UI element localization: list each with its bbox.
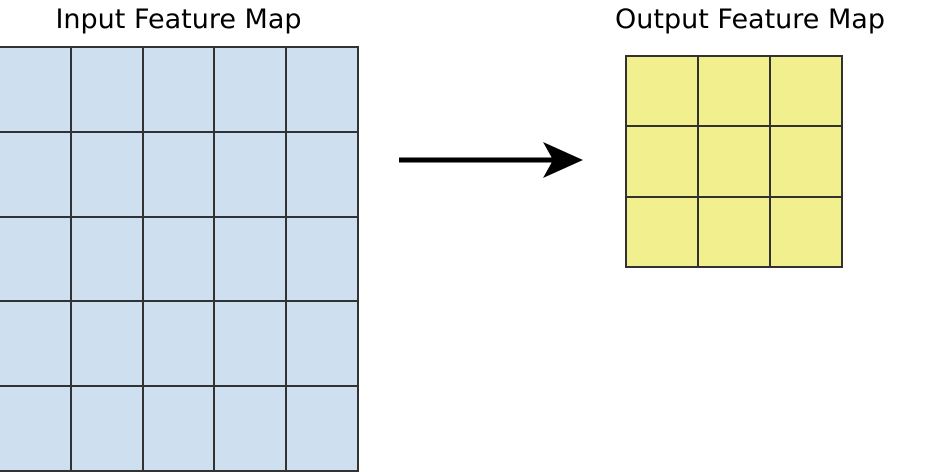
input-grid-cell bbox=[143, 217, 216, 303]
output-grid-cell bbox=[699, 197, 771, 268]
output-grid-cell bbox=[627, 57, 699, 128]
input-grid-cell bbox=[71, 387, 144, 472]
output-feature-map-grid bbox=[625, 55, 843, 268]
input-grid-cell bbox=[215, 217, 288, 303]
input-grid-cell bbox=[71, 217, 144, 303]
input-grid-cell bbox=[71, 132, 144, 218]
input-grid-cell bbox=[71, 302, 144, 388]
input-grid-cell bbox=[0, 387, 72, 472]
output-feature-map-title: Output Feature Map bbox=[615, 4, 885, 35]
input-grid-cell bbox=[0, 132, 72, 218]
input-grid-cell bbox=[143, 132, 216, 218]
input-grid-cell bbox=[0, 48, 72, 133]
input-grid-cell bbox=[287, 132, 359, 218]
output-grid-cell bbox=[699, 57, 771, 128]
input-grid-cell bbox=[143, 302, 216, 388]
input-grid-cell bbox=[287, 387, 359, 472]
transform-arrow-icon bbox=[399, 142, 583, 178]
output-grid-cell bbox=[771, 127, 843, 198]
input-grid-cell bbox=[143, 387, 216, 472]
output-grid-cell bbox=[771, 197, 843, 268]
input-grid-cell bbox=[0, 217, 72, 303]
input-grid-cell bbox=[0, 302, 72, 388]
input-grid-cell bbox=[287, 48, 359, 133]
output-grid-cell bbox=[771, 57, 843, 128]
output-grid-cell bbox=[627, 197, 699, 268]
convolution-feature-map-diagram: Input Feature Map Output Feature Map bbox=[0, 4, 885, 472]
input-grid-cell bbox=[215, 302, 288, 388]
input-feature-map-grid bbox=[0, 46, 359, 472]
input-grid-cell bbox=[287, 302, 359, 388]
input-grid-cell bbox=[215, 387, 288, 472]
input-grid-cell bbox=[287, 217, 359, 303]
input-grid-cell bbox=[215, 48, 288, 133]
input-grid-cell bbox=[71, 48, 144, 133]
input-feature-map-title: Input Feature Map bbox=[55, 4, 302, 35]
output-grid-cell bbox=[627, 127, 699, 198]
output-grid-cell bbox=[699, 127, 771, 198]
input-grid-cell bbox=[215, 132, 288, 218]
input-grid-cell bbox=[143, 48, 216, 133]
